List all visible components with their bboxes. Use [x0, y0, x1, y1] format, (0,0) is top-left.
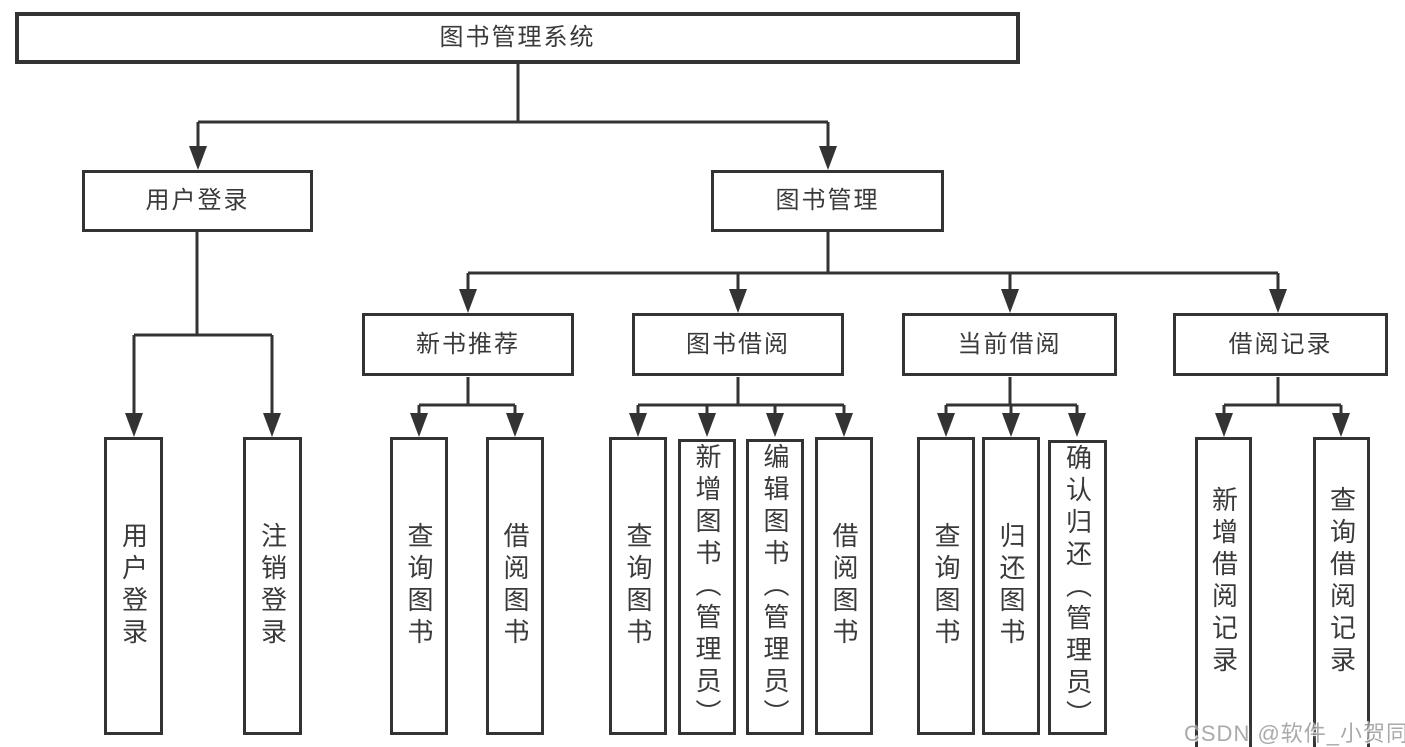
node-query-books-current: 查询图书 [917, 437, 975, 735]
node-book-borrow: 图书借阅 [632, 313, 844, 376]
node-borrow-records: 借阅记录 [1173, 313, 1388, 376]
csdn-watermark: CSDN @软件_小贺同学 [1184, 721, 1405, 746]
node-add-borrow-record: 新增借阅记录 [1195, 437, 1252, 747]
node-label: 图书管理 [775, 187, 880, 214]
arrowheads [125, 146, 1350, 437]
node-borrow-books: 借阅图书 [815, 437, 873, 735]
node-user-login-action: 用户登录 [104, 437, 163, 735]
node-label: 新增图书（管理员） [692, 443, 722, 731]
node-label: 图书借阅 [686, 330, 790, 358]
node-current-borrow: 当前借阅 [902, 313, 1117, 376]
node-label: 查询借阅记录 [1326, 486, 1357, 678]
node-user-login: 用户登录 [82, 170, 313, 232]
node-book-management: 图书管理 [711, 170, 944, 232]
node-confirm-return-admin: 确认归还（管理员） [1048, 440, 1107, 735]
node-label: 归还图书 [996, 522, 1026, 650]
node-label: 用户登录 [118, 522, 149, 650]
node-label: 确认归还（管理员） [1062, 443, 1093, 732]
node-add-book-admin: 新增图书（管理员） [678, 439, 736, 735]
node-label: 查询图书 [623, 522, 653, 650]
node-edit-book-admin: 编辑图书（管理员） [746, 439, 804, 735]
node-return-books: 归还图书 [982, 437, 1040, 735]
node-label: 当前借阅 [957, 330, 1062, 358]
node-label: 借阅图书 [829, 522, 859, 650]
node-label: 借阅图书 [500, 522, 530, 650]
node-logout: 注销登录 [243, 437, 302, 735]
node-label: 新增借阅记录 [1208, 486, 1239, 678]
node-label: 注销登录 [257, 522, 288, 650]
node-label: 查询图书 [404, 522, 434, 650]
node-label: 新书推荐 [416, 330, 520, 358]
node-label: 用户登录 [145, 187, 250, 214]
node-label: 图书管理系统 [439, 24, 596, 51]
node-label: 借阅记录 [1228, 330, 1333, 358]
node-label: 查询图书 [931, 522, 961, 650]
node-query-borrow-record: 查询借阅记录 [1313, 437, 1370, 747]
node-query-books-recommend: 查询图书 [390, 437, 448, 735]
node-library-system: 图书管理系统 [15, 12, 1020, 64]
node-query-books-borrow: 查询图书 [609, 437, 667, 735]
node-new-book-recommend: 新书推荐 [362, 313, 574, 376]
node-borrow-books-recommend: 借阅图书 [486, 437, 544, 735]
node-label: 编辑图书（管理员） [760, 443, 790, 731]
